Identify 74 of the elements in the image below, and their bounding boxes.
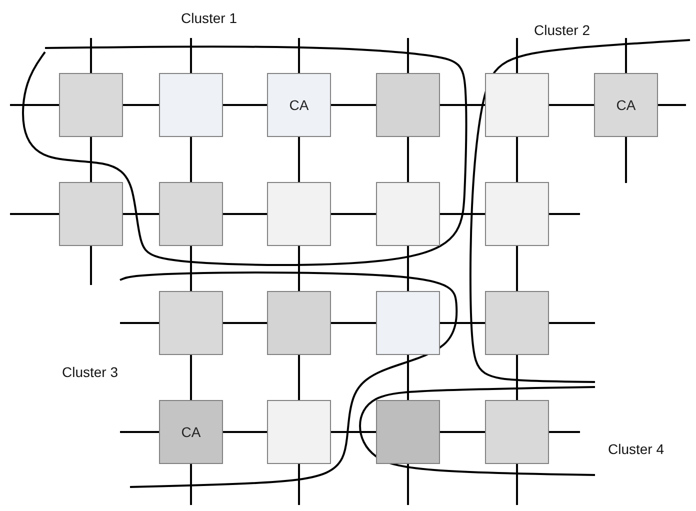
link-line bbox=[298, 355, 300, 400]
link-line bbox=[331, 213, 376, 215]
link-line bbox=[331, 322, 376, 324]
link-stub bbox=[10, 213, 59, 215]
link-line bbox=[407, 137, 409, 182]
router-box bbox=[376, 291, 440, 355]
link-line bbox=[440, 431, 485, 433]
link-stub bbox=[407, 38, 409, 73]
router-box bbox=[485, 182, 549, 246]
node-label: CA bbox=[289, 97, 309, 113]
link-line bbox=[440, 213, 485, 215]
link-stub bbox=[120, 322, 159, 324]
router-box bbox=[159, 182, 223, 246]
link-line bbox=[223, 431, 267, 433]
link-line bbox=[223, 104, 267, 106]
link-stub bbox=[516, 464, 518, 505]
cluster-label: Cluster 2 bbox=[534, 22, 590, 38]
link-stub bbox=[298, 38, 300, 73]
link-stub bbox=[407, 464, 409, 505]
router-box bbox=[267, 182, 331, 246]
link-line bbox=[516, 137, 518, 182]
link-stub bbox=[90, 246, 92, 285]
link-line bbox=[440, 322, 485, 324]
link-stub bbox=[625, 137, 627, 183]
router-box bbox=[267, 400, 331, 464]
link-stub bbox=[298, 464, 300, 505]
router-box bbox=[594, 73, 658, 137]
router-box bbox=[159, 400, 223, 464]
link-line bbox=[331, 104, 376, 106]
link-stub bbox=[190, 38, 192, 73]
link-line bbox=[223, 213, 267, 215]
link-line bbox=[298, 137, 300, 182]
link-line bbox=[440, 104, 485, 106]
router-box bbox=[485, 291, 549, 355]
router-box bbox=[376, 73, 440, 137]
link-stub bbox=[549, 431, 580, 433]
router-box bbox=[485, 73, 549, 137]
link-line bbox=[407, 355, 409, 400]
link-line bbox=[516, 355, 518, 400]
link-line bbox=[90, 137, 92, 182]
cluster-label: Cluster 3 bbox=[62, 364, 118, 380]
node-label: CA bbox=[616, 97, 636, 113]
router-box bbox=[485, 400, 549, 464]
node-label: CA bbox=[181, 424, 201, 440]
link-line bbox=[123, 104, 159, 106]
router-box bbox=[267, 291, 331, 355]
link-stub bbox=[120, 431, 159, 433]
link-line bbox=[190, 137, 192, 182]
link-line bbox=[549, 104, 594, 106]
cluster-label: Cluster 4 bbox=[608, 441, 664, 457]
cluster-label: Cluster 1 bbox=[181, 10, 238, 26]
router-box bbox=[59, 73, 123, 137]
router-box bbox=[376, 400, 440, 464]
link-stub bbox=[549, 213, 580, 215]
link-line bbox=[331, 431, 376, 433]
link-stub bbox=[516, 38, 518, 73]
link-line bbox=[190, 246, 192, 291]
link-line bbox=[223, 322, 267, 324]
link-stub bbox=[625, 38, 627, 73]
link-stub bbox=[549, 322, 595, 324]
router-box bbox=[59, 182, 123, 246]
link-stub bbox=[90, 38, 92, 73]
link-line bbox=[190, 355, 192, 400]
link-line bbox=[123, 213, 159, 215]
router-box bbox=[376, 182, 440, 246]
link-line bbox=[298, 246, 300, 291]
link-line bbox=[516, 246, 518, 291]
link-stub bbox=[190, 464, 192, 505]
link-line bbox=[407, 246, 409, 291]
link-stub bbox=[10, 104, 59, 106]
router-box bbox=[159, 73, 223, 137]
router-box bbox=[159, 291, 223, 355]
link-stub bbox=[658, 104, 686, 106]
router-box bbox=[267, 73, 331, 137]
